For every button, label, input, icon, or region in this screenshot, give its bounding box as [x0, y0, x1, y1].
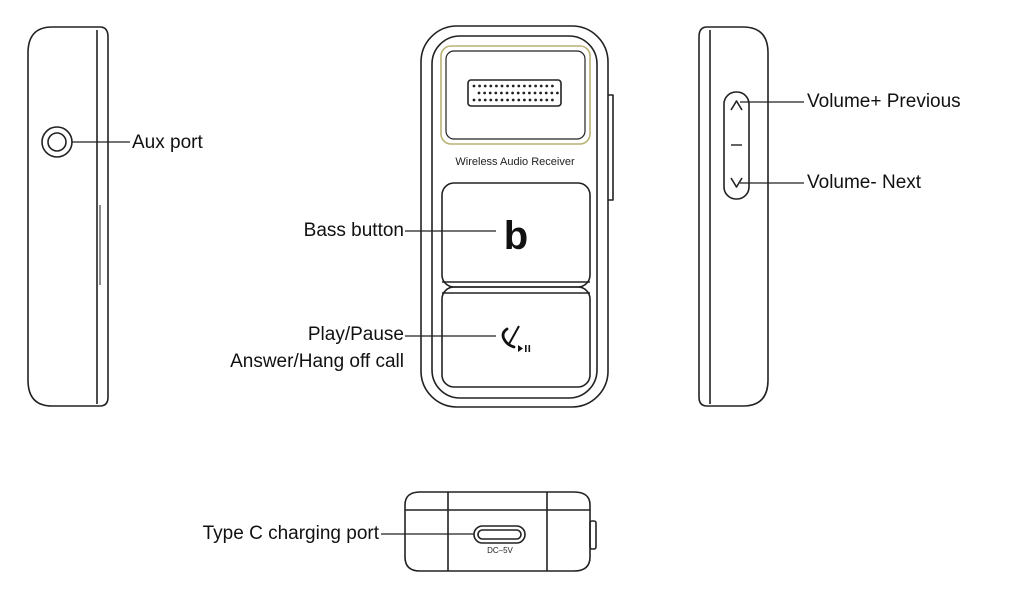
grille-dot — [500, 98, 504, 102]
grille-dot — [517, 84, 521, 88]
grille-dot — [472, 98, 476, 102]
label-type-c: Type C charging port — [202, 523, 379, 544]
grille-dot — [545, 84, 549, 88]
grille-dot — [556, 91, 559, 95]
phone-play-pause-icon — [501, 325, 531, 352]
grille-dot — [551, 98, 554, 102]
label-answer-call: Answer/Hang off call — [230, 351, 404, 372]
front-view: Wireless Audio Receiver b — [405, 25, 614, 408]
usb-c-port-outer — [473, 525, 526, 544]
grille-dot — [483, 98, 487, 102]
model-text: Wireless Audio Receiver — [455, 156, 575, 168]
label-play-pause: Play/Pause — [307, 324, 404, 345]
grille-dot — [539, 91, 542, 95]
grille-dot — [528, 91, 531, 95]
play-button-shape — [441, 286, 591, 388]
grille-dot — [522, 91, 526, 95]
grille-dot — [511, 91, 514, 95]
volume-rocker — [723, 91, 750, 200]
grille-dot — [534, 84, 537, 88]
label-aux-port: Aux port — [132, 132, 203, 153]
grille-dot — [511, 98, 515, 102]
label-volume-up: Volume+ Previous — [807, 91, 961, 112]
usb-c-port-inner — [477, 529, 522, 540]
grille-dot — [523, 84, 526, 88]
aux-port-outer — [41, 126, 73, 158]
grille-dot — [539, 98, 543, 102]
grille-dot — [506, 98, 509, 102]
grille-dot — [500, 91, 503, 95]
grille-dot — [528, 98, 532, 102]
grille-dot — [478, 84, 481, 88]
grille-dot — [494, 91, 498, 95]
grille-dot — [489, 98, 493, 102]
grille-dot — [523, 98, 526, 102]
left-side-view — [27, 26, 130, 407]
grille-dot — [483, 84, 487, 88]
grille-dot — [472, 84, 476, 88]
grille-dot — [511, 84, 515, 88]
right-side-view — [698, 26, 804, 407]
grille-dot — [506, 84, 509, 88]
aux-port-inner — [47, 132, 67, 152]
b-letter-icon: b — [504, 214, 528, 258]
grille-dot — [489, 84, 493, 88]
grille-dot — [478, 98, 481, 102]
bottom-view: DC–5V — [381, 491, 597, 572]
grille-dot — [528, 84, 532, 88]
label-bass-button: Bass button — [303, 220, 404, 241]
grille-dot — [550, 91, 554, 95]
grille-dot — [539, 84, 543, 88]
chevron-down-icon — [730, 177, 743, 188]
grille-window — [440, 45, 591, 145]
grille-dot — [545, 98, 549, 102]
grille-dot — [488, 91, 492, 95]
grille-dot — [505, 91, 509, 95]
grille-dot — [495, 84, 498, 88]
grille-dot — [534, 98, 537, 102]
grille-icon — [467, 79, 562, 107]
dc-marking: DC–5V — [487, 546, 513, 555]
label-volume-down: Volume- Next — [807, 172, 922, 193]
grille-dot — [516, 91, 520, 95]
grille-dot — [544, 91, 548, 95]
grille-dot — [500, 84, 504, 88]
grille-dot — [533, 91, 537, 95]
grille-dot — [517, 98, 521, 102]
grille-dot — [495, 98, 498, 102]
grille-dot — [477, 91, 481, 95]
grille-dot — [551, 84, 554, 88]
grille-dot — [483, 91, 486, 95]
chevron-up-icon — [730, 100, 743, 111]
